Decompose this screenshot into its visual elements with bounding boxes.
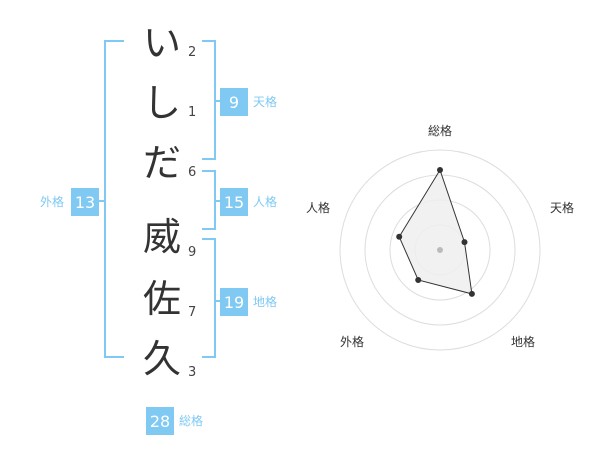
radar-area xyxy=(398,168,473,295)
radar-center xyxy=(437,247,443,253)
stroke-count-2: 1 xyxy=(188,105,197,120)
name-char-6: 久 xyxy=(142,337,181,381)
radar-point-5 xyxy=(396,233,403,240)
radar-axis-label-jinkaku: 人格 xyxy=(306,200,330,215)
radar-axis-label-gaikaku: 外格 xyxy=(340,334,364,349)
stroke-count-6: 3 xyxy=(188,365,197,380)
name-char-5: 佐 xyxy=(142,277,181,321)
radar-axis-label-tenkaku: 天格 xyxy=(550,200,574,215)
chikaku-label: 地格 xyxy=(253,295,278,309)
gaikaku-label: 外格 xyxy=(40,195,65,209)
gaikaku-connector xyxy=(98,200,106,202)
stroke-count-3: 6 xyxy=(188,165,197,180)
radar-point-2 xyxy=(461,239,468,246)
soukaku-label: 総格 xyxy=(179,414,204,428)
name-char-1: い xyxy=(142,21,181,65)
chikaku-value-box: 19 xyxy=(220,288,248,316)
radar-points xyxy=(396,167,475,297)
stroke-count-5: 7 xyxy=(188,305,197,320)
chikaku-bracket xyxy=(202,238,216,358)
radar-point-1 xyxy=(437,167,443,173)
radar-point-4 xyxy=(415,277,422,283)
radar-ring xyxy=(339,149,541,351)
soukaku-value-box: 28 xyxy=(146,407,174,435)
radar-axis-label-soukaku: 総格 xyxy=(428,123,452,138)
jinkaku-label: 人格 xyxy=(253,195,278,209)
name-char-4: 威 xyxy=(142,215,181,259)
tenkaku-value-box: 9 xyxy=(220,88,248,116)
radar-axis-label-chikaku: 地格 xyxy=(511,334,535,349)
stroke-count-1: 2 xyxy=(188,45,197,60)
tenkaku-label: 天格 xyxy=(253,95,278,109)
gaikaku-value-box: 13 xyxy=(71,188,99,216)
radar-point-3 xyxy=(468,290,475,297)
gaikaku-bracket xyxy=(104,40,124,358)
name-char-3: だ xyxy=(142,141,181,185)
name-char-2: し xyxy=(142,81,181,125)
stroke-count-4: 9 xyxy=(188,245,197,260)
jinkaku-value-box: 15 xyxy=(220,188,248,216)
chikaku-connector xyxy=(214,300,222,302)
jinkaku-connector xyxy=(214,200,222,202)
tenkaku-connector xyxy=(214,100,222,102)
